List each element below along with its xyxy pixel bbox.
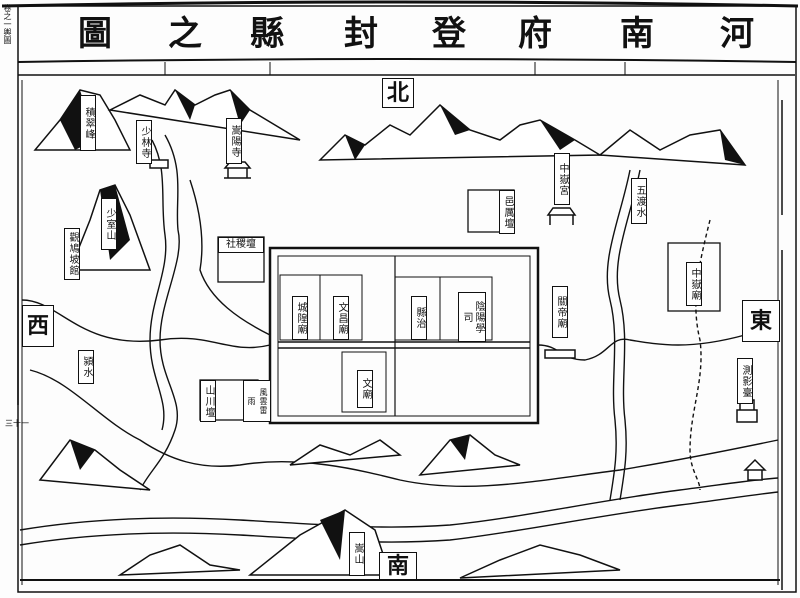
direction-east: 東 xyxy=(742,300,780,342)
page-number: 三十一 xyxy=(5,419,29,428)
label-confucian-temple: 文廟 xyxy=(357,370,373,408)
label-songyang-temple: 嵩陽寺 xyxy=(226,118,242,164)
label-guan: 觀鳩坡館 xyxy=(64,228,80,280)
label-peak: 積翠峰 xyxy=(80,95,96,151)
label-guandi-temple: 關帝廟 xyxy=(552,286,568,338)
label-wenchang-temple: 文昌廟 xyxy=(333,296,349,340)
label-sheji-altar: 社稷壇 xyxy=(218,237,264,253)
label-county-office: 縣治 xyxy=(411,296,427,340)
title-char: 登 xyxy=(432,14,466,54)
direction-west: 西 xyxy=(22,305,54,347)
direction-south: 南 xyxy=(379,552,417,580)
label-shanchuan-altar: 山川壇 xyxy=(200,380,216,422)
label-songshan: 嵩山 xyxy=(349,532,365,576)
label-zhongyue-palace: 中嶽宮 xyxy=(554,153,570,205)
title-char: 封 xyxy=(344,14,378,54)
label-shaolin-temple: 少林寺 xyxy=(136,120,152,164)
label-chenghuang-temple: 城隍廟 xyxy=(292,296,308,340)
buildings xyxy=(149,159,767,481)
direction-north: 北 xyxy=(382,78,414,108)
margin-note: 卷之一輿圖 xyxy=(3,4,12,44)
label-zhongyue-temple: 中嶽廟 xyxy=(686,262,702,306)
label-yinyang-office: 陰陽學司 xyxy=(458,292,486,342)
label-yili-altar: 邑厲壇 xyxy=(499,190,515,234)
label-ceying-platform: 測影臺 xyxy=(737,358,753,404)
title-char: 縣 xyxy=(250,14,284,54)
title-char: 之 xyxy=(168,14,202,54)
label-wudu-river: 五渡水 xyxy=(631,178,647,224)
label-shaoshi-mountain: 少室山 xyxy=(101,198,117,250)
mountain-shading xyxy=(60,90,745,560)
title-char: 南 xyxy=(620,14,654,54)
title-char: 圖 xyxy=(78,14,112,54)
title-char: 府 xyxy=(518,14,552,54)
title-char: 河 xyxy=(720,14,754,54)
label-fengyun: 風雲雷雨 xyxy=(243,380,271,422)
label-ying-river: 潁水 xyxy=(78,350,94,384)
